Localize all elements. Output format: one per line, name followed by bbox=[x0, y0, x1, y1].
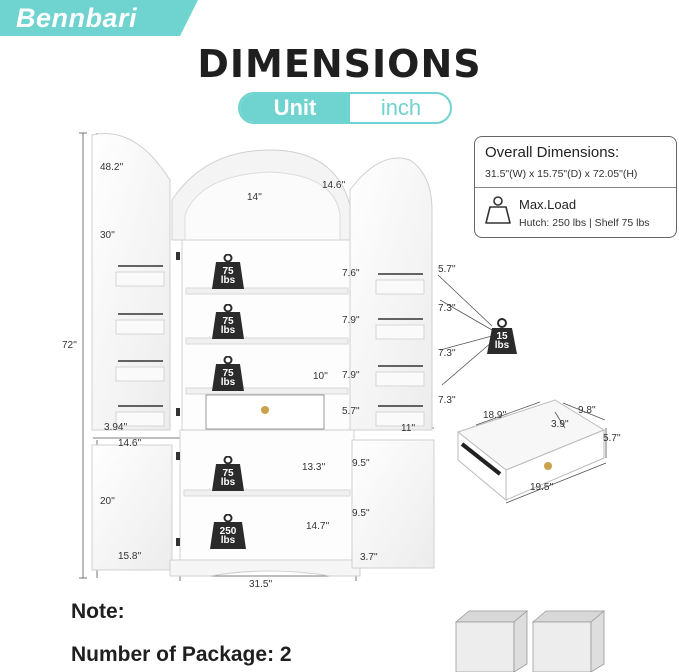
shelf-weight-value: 75 bbox=[222, 468, 234, 479]
unit-toggle-inch[interactable]: inch bbox=[380, 95, 422, 120]
dim-lower-gap-1: 9.5'' bbox=[352, 458, 370, 469]
dim-shelf-gap-1: 7.6'' bbox=[342, 268, 360, 279]
shelf-weight-value: 75 bbox=[222, 368, 234, 379]
weight-icon bbox=[212, 356, 244, 391]
drawer-dim-width: 18.9'' bbox=[483, 410, 507, 421]
weight-icon bbox=[212, 456, 244, 491]
overall-dimensions-title: Overall Dimensions: bbox=[485, 144, 620, 161]
dim-left-shelf-width: 3.94'' bbox=[104, 422, 128, 433]
page-title: DIMENSIONS bbox=[197, 42, 482, 86]
dim-left-door-width: 14.6'' bbox=[118, 438, 142, 449]
drawer-dim-height: 5.7'' bbox=[603, 433, 621, 444]
shelf-weight-unit: lbs bbox=[220, 275, 236, 286]
overall-dimensions-box: Overall Dimensions: 31.5"(W) x 15.75"(D)… bbox=[474, 136, 677, 238]
info-divider bbox=[475, 187, 676, 188]
unit-toggle-active[interactable]: Unit bbox=[240, 94, 350, 122]
dim-shelf-gap-2: 7.9'' bbox=[342, 315, 360, 326]
unit-toggle[interactable]: Unit inch bbox=[238, 92, 452, 124]
shelf-weight-unit: lbs bbox=[220, 377, 236, 388]
rack-weight-unit: lbs bbox=[494, 340, 510, 351]
drawer-dim-depth: 9.8'' bbox=[578, 405, 596, 416]
dim-rack-3: 7.3'' bbox=[438, 348, 456, 359]
shelf-weight-value: 250 bbox=[219, 526, 237, 537]
shelf-weight-value: 75 bbox=[222, 266, 234, 277]
dim-overall-width: 31.5'' bbox=[249, 579, 273, 590]
shelf-weight-unit: lbs bbox=[220, 325, 236, 336]
max-load-title: Max.Load bbox=[519, 197, 577, 212]
drawer-dim-inner: 3.9'' bbox=[551, 419, 569, 430]
package-count: Number of Package: 2 bbox=[71, 643, 292, 666]
dim-lower-width-2: 14.7'' bbox=[306, 521, 330, 532]
weight-icon bbox=[210, 514, 246, 549]
dim-lower-width-1: 13.3'' bbox=[302, 462, 326, 473]
overall-dimensions-value: 31.5"(W) x 15.75"(D) x 72.05"(H) bbox=[485, 168, 638, 180]
dim-rack-1: 5.7'' bbox=[438, 264, 456, 275]
shelf-weight-unit: lbs bbox=[220, 535, 236, 546]
dim-drawer-width: 10'' bbox=[313, 371, 328, 382]
note-label: Note: bbox=[71, 600, 125, 623]
max-load-values: Hutch: 250 lbs | Shelf 75 lbs bbox=[519, 217, 650, 229]
dim-arch-depth: 14.6'' bbox=[322, 180, 346, 191]
dim-base-height: 3.7'' bbox=[360, 552, 378, 563]
dim-door-mid: 30'' bbox=[100, 230, 115, 241]
dim-arch-height: 14'' bbox=[247, 192, 262, 203]
dim-lower-door-width: 15.8'' bbox=[118, 551, 142, 562]
dim-overall-height: 72'' bbox=[62, 340, 77, 351]
weight-icon bbox=[212, 254, 244, 289]
weight-icon bbox=[485, 196, 511, 224]
dim-rack-2: 7.3'' bbox=[438, 303, 456, 314]
dim-rack-4: 7.3'' bbox=[438, 395, 456, 406]
dim-shelf-gap-3: 7.9'' bbox=[342, 370, 360, 381]
brand-name: Bennbari bbox=[16, 3, 138, 33]
shelf-weight-value: 75 bbox=[222, 316, 234, 327]
brand-logo bbox=[0, 0, 198, 36]
dim-right-door-width: 11'' bbox=[401, 423, 416, 434]
dim-lower-gap-2: 9.5'' bbox=[352, 508, 370, 519]
dim-door-top: 48.2'' bbox=[100, 162, 124, 173]
weight-icon bbox=[212, 304, 244, 339]
rack-weight-value: 15 bbox=[496, 331, 508, 342]
dim-drawer-height: 5.7'' bbox=[342, 406, 360, 417]
rack-weight-icon bbox=[487, 318, 517, 354]
dim-door-bottom: 20'' bbox=[100, 496, 115, 507]
shelf-weight-unit: lbs bbox=[220, 477, 236, 488]
drawer-dim-length: 19.5'' bbox=[530, 482, 554, 493]
